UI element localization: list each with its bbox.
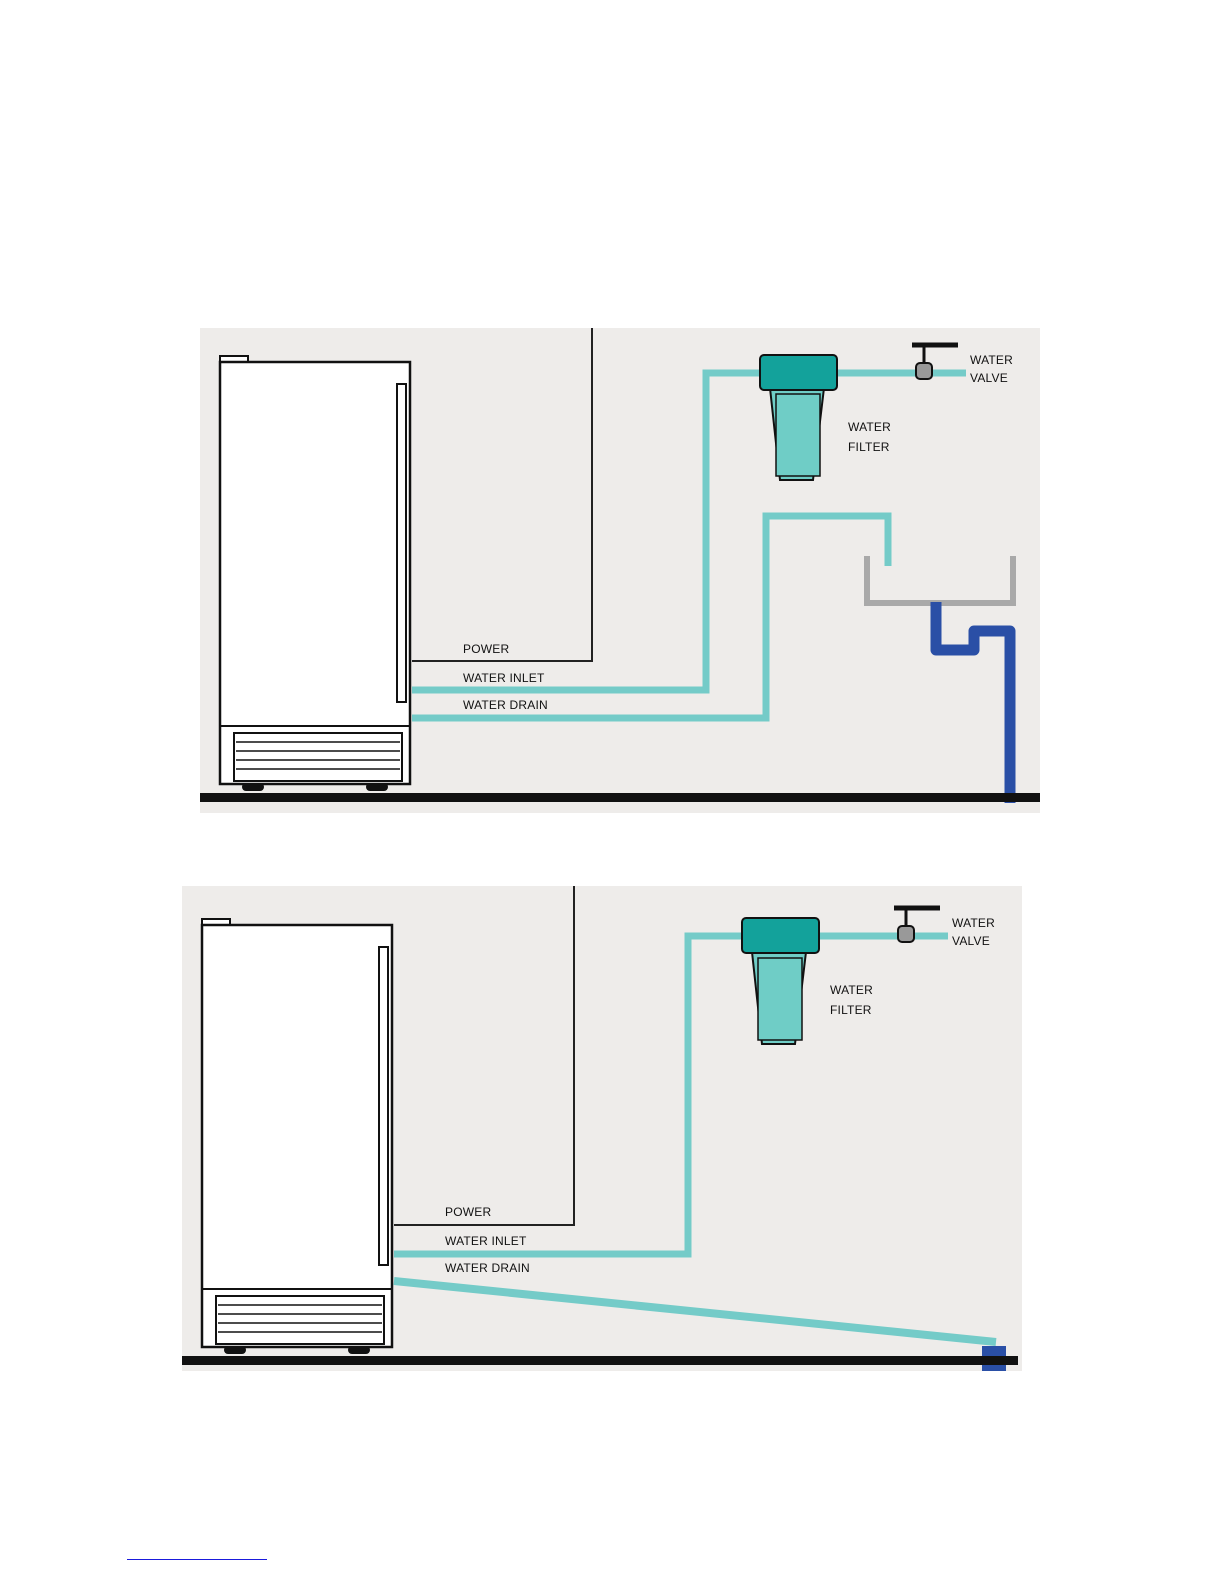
water-inlet-label: WATER INLET — [445, 1234, 527, 1248]
footnote-separator — [127, 1559, 267, 1560]
water-filter-label-line2: FILTER — [830, 1003, 872, 1017]
filter-head — [742, 918, 819, 953]
floor — [182, 1356, 1018, 1365]
water-drain-label: WATER DRAIN — [463, 698, 548, 712]
diagram-canvas: POWER WATER INLET WATER DRAIN WATER FILT… — [182, 886, 1022, 1371]
valve-body — [916, 363, 932, 379]
ice-maker-appliance — [202, 919, 392, 1354]
water-valve-label-line1: WATER — [952, 916, 995, 930]
water-filter-label-line1: WATER — [830, 983, 873, 997]
filter-head — [760, 355, 837, 390]
ice-maker-appliance — [220, 356, 410, 791]
filter-inner — [776, 394, 820, 476]
appliance-cabinet — [220, 362, 410, 784]
water-filter-label-line2: FILTER — [848, 440, 890, 454]
diagram-canvas: POWER WATER INLET WATER DRAIN WATER FILT… — [200, 328, 1040, 813]
power-label: POWER — [463, 642, 509, 656]
caster-left — [242, 783, 264, 791]
installation-diagram-floor-drain: POWER WATER INLET WATER DRAIN WATER FILT… — [182, 886, 1022, 1371]
appliance-cabinet — [202, 925, 392, 1347]
floor — [200, 793, 1040, 802]
caster-right — [366, 783, 388, 791]
water-valve-label-line2: VALVE — [952, 934, 990, 948]
caster-left — [224, 1346, 246, 1354]
power-label: POWER — [445, 1205, 491, 1219]
door-handle — [379, 947, 388, 1265]
caster-right — [348, 1346, 370, 1354]
valve-body — [898, 926, 914, 942]
water-drain-label: WATER DRAIN — [445, 1261, 530, 1275]
filter-inner — [758, 958, 802, 1040]
kick-plate-grille — [216, 1296, 384, 1344]
kick-plate-grille — [234, 733, 402, 781]
water-inlet-label: WATER INLET — [463, 671, 545, 685]
water-filter-label-line1: WATER — [848, 420, 891, 434]
door-handle — [397, 384, 406, 702]
water-valve-label-line1: WATER — [970, 353, 1013, 367]
water-valve-label-line2: VALVE — [970, 371, 1008, 385]
installation-diagram-sink-drain: POWER WATER INLET WATER DRAIN WATER FILT… — [200, 328, 1040, 813]
